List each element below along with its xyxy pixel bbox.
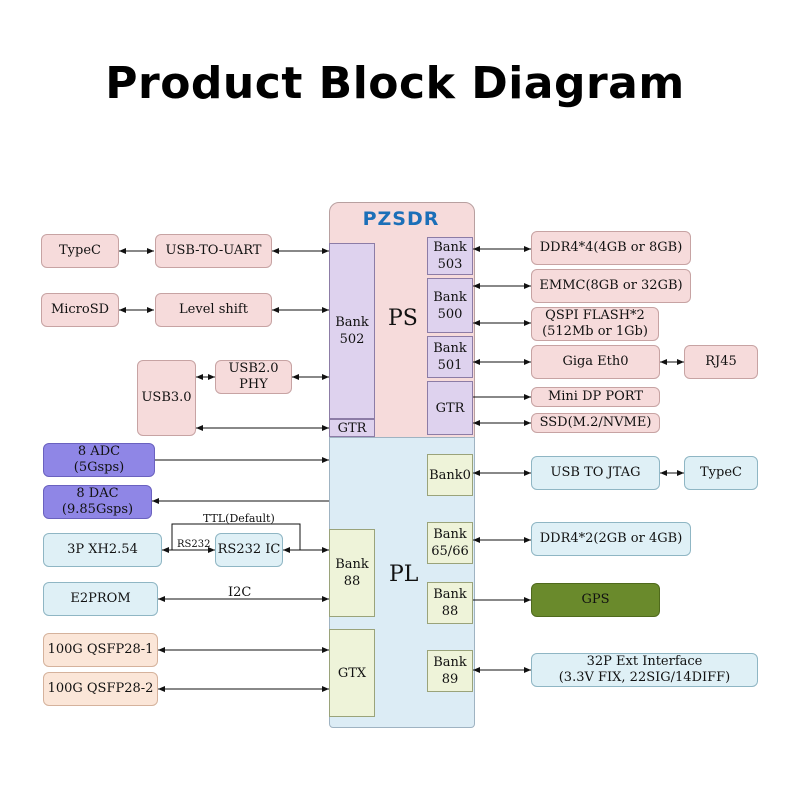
- bank-501: Bank 501: [427, 336, 473, 378]
- xh254-block: 3P XH2.54: [43, 533, 162, 567]
- ssd-block: SSD(M.2/NVME): [531, 413, 660, 433]
- rs232-ic-block: RS232 IC: [215, 533, 283, 567]
- adc-block: 8 ADC (5Gsps): [43, 443, 155, 477]
- giga-eth-block: Giga Eth0: [531, 345, 660, 379]
- usb-to-uart-block: USB-TO-UART: [155, 234, 272, 268]
- ddr4x2-block: DDR4*2(2GB or 4GB): [531, 522, 691, 556]
- bank-502: Bank 502: [329, 243, 375, 419]
- bank-503: Bank 503: [427, 237, 473, 275]
- bank-89: Bank 89: [427, 650, 473, 692]
- bank-500: Bank 500: [427, 278, 473, 333]
- mini-dp-block: Mini DP PORT: [531, 387, 660, 407]
- qspi-flash-block: QSPI FLASH*2 (512Mb or 1Gb): [531, 307, 659, 341]
- bank-88-left: Bank 88: [329, 529, 375, 617]
- gtr-right: GTR: [427, 381, 473, 435]
- usb30-block: USB3.0: [137, 360, 196, 436]
- bank-65-66: Bank 65/66: [427, 522, 473, 564]
- ext-interface-block: 32P Ext Interface (3.3V FIX, 22SIG/14DIF…: [531, 653, 758, 687]
- i2c-label: I2C: [228, 585, 252, 600]
- usb-to-jtag-block: USB TO JTAG: [531, 456, 660, 490]
- usb20-phy-block: USB2.0 PHY: [215, 360, 292, 394]
- page-title: Product Block Diagram: [105, 58, 685, 109]
- e2prom-block: E2PROM: [43, 582, 158, 616]
- typec-jtag-block: TypeC: [684, 456, 758, 490]
- ps-label: PS: [388, 306, 418, 331]
- typec-uart-block: TypeC: [41, 234, 119, 268]
- bank-0: Bank0: [427, 454, 473, 496]
- gps-block: GPS: [531, 583, 660, 617]
- bank-88-right: Bank 88: [427, 582, 473, 624]
- rj45-block: RJ45: [684, 345, 758, 379]
- ttl-label: TTL(Default): [203, 512, 275, 525]
- qsfp28-2-block: 100G QSFP28-2: [43, 672, 158, 706]
- gtx-bank: GTX: [329, 629, 375, 717]
- ddr4x4-block: DDR4*4(4GB or 8GB): [531, 231, 691, 265]
- level-shift-block: Level shift: [155, 293, 272, 327]
- qsfp28-1-block: 100G QSFP28-1: [43, 633, 158, 667]
- emmc-block: EMMC(8GB or 32GB): [531, 269, 691, 303]
- microsd-block: MicroSD: [41, 293, 119, 327]
- gtr-left: GTR: [329, 419, 375, 437]
- pzsdr-logo: PZSDR: [362, 208, 440, 230]
- pl-label: PL: [389, 562, 419, 587]
- rs232-line-label: RS232: [177, 539, 211, 550]
- dac-block: 8 DAC (9.85Gsps): [43, 485, 152, 519]
